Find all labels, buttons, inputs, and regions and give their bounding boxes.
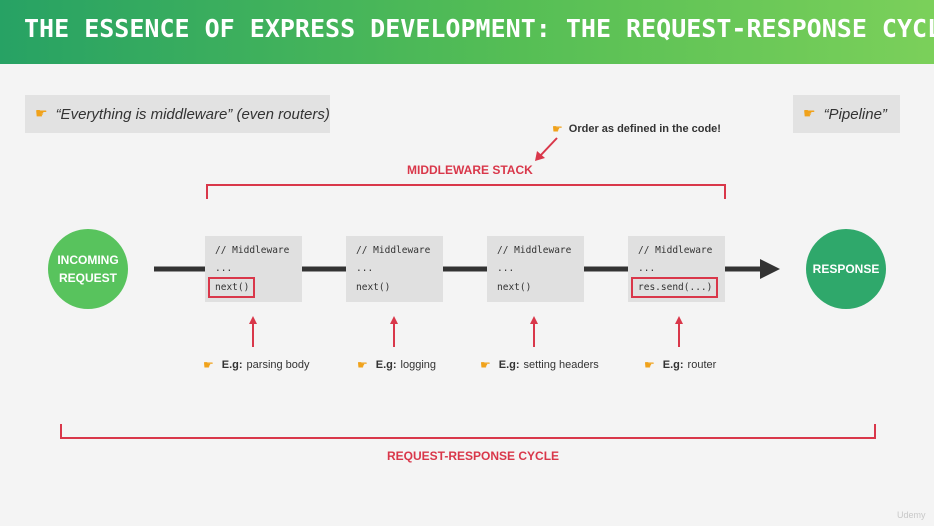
incoming-request-circle: INCOMING REQUEST bbox=[48, 229, 128, 309]
middleware-box-3: // Middleware ... next() bbox=[487, 236, 584, 302]
up-arrow-head-3 bbox=[530, 316, 538, 324]
udemy-watermark: Udemy bbox=[897, 510, 926, 520]
header-bar: THE ESSENCE OF EXPRESS DEVELOPMENT: THE … bbox=[0, 0, 934, 64]
middleware-dots: ... bbox=[356, 263, 374, 274]
quote-right-text: “Pipeline” bbox=[823, 105, 887, 123]
pointing-hand-icon: ☛ bbox=[357, 358, 368, 372]
quote-left-text: “Everything is middleware” (even routers… bbox=[55, 105, 330, 123]
note-arrow-head bbox=[535, 151, 545, 161]
pointing-hand-icon: ☛ bbox=[35, 106, 48, 122]
middleware-dots: ... bbox=[215, 263, 233, 274]
middleware-box-1: // Middleware ... next() bbox=[205, 236, 302, 302]
pointing-hand-icon: ☛ bbox=[803, 106, 816, 122]
middleware-call-highlighted: next() bbox=[208, 277, 256, 298]
order-note-text: Order as defined in the code! bbox=[568, 123, 721, 135]
pointing-hand-icon: ☛ bbox=[552, 122, 563, 136]
up-arrow-head-1 bbox=[249, 316, 257, 324]
example-text: router bbox=[687, 359, 717, 371]
middleware-dots: ... bbox=[638, 263, 656, 274]
middleware-comment: // Middleware bbox=[215, 245, 290, 256]
middleware-call: next() bbox=[497, 282, 532, 293]
example-parsing-body: ☛ E.g: parsing body bbox=[203, 358, 310, 372]
example-router: ☛ E.g: router bbox=[644, 358, 716, 372]
slide-title: THE ESSENCE OF EXPRESS DEVELOPMENT: THE … bbox=[24, 14, 934, 43]
example-setting-headers: ☛ E.g: setting headers bbox=[480, 358, 599, 372]
pipeline-arrow-head bbox=[760, 259, 780, 279]
middleware-comment: // Middleware bbox=[356, 245, 431, 256]
incoming-line2: REQUEST bbox=[58, 271, 117, 285]
middleware-call-highlighted: res.send(...) bbox=[631, 277, 719, 298]
example-text: logging bbox=[400, 359, 437, 371]
up-arrow-head-2 bbox=[390, 316, 398, 324]
request-response-cycle-label: REQUEST-RESPONSE CYCLE bbox=[387, 449, 560, 463]
pointing-hand-icon: ☛ bbox=[644, 358, 655, 372]
cycle-bracket bbox=[60, 424, 876, 439]
example-arrows bbox=[249, 316, 683, 347]
middleware-stack-label: MIDDLEWARE STACK bbox=[407, 163, 533, 177]
response-circle: RESPONSE bbox=[806, 229, 886, 309]
middleware-comment: // Middleware bbox=[497, 245, 572, 256]
middleware-dots: ... bbox=[497, 263, 515, 274]
example-prefix: E.g: bbox=[498, 359, 520, 371]
example-text: parsing body bbox=[246, 359, 310, 371]
pointing-hand-icon: ☛ bbox=[480, 358, 491, 372]
example-prefix: E.g: bbox=[221, 359, 243, 371]
quote-pipeline: ☛ “Pipeline” bbox=[793, 95, 900, 133]
example-prefix: E.g: bbox=[662, 359, 684, 371]
pointing-hand-icon: ☛ bbox=[203, 358, 214, 372]
example-text: setting headers bbox=[523, 359, 599, 371]
middleware-box-4: // Middleware ... res.send(...) bbox=[628, 236, 725, 302]
middleware-call: next() bbox=[356, 282, 391, 293]
middleware-box-2: // Middleware ... next() bbox=[346, 236, 443, 302]
response-text: RESPONSE bbox=[812, 262, 880, 276]
middleware-comment: // Middleware bbox=[638, 245, 713, 256]
order-note: ☛ Order as defined in the code! bbox=[552, 122, 721, 136]
example-prefix: E.g: bbox=[375, 359, 397, 371]
quote-everything-middleware: ☛ “Everything is middleware” (even route… bbox=[25, 95, 330, 133]
example-logging: ☛ E.g: logging bbox=[357, 358, 436, 372]
up-arrow-head-4 bbox=[675, 316, 683, 324]
incoming-line1: INCOMING bbox=[57, 253, 119, 267]
note-arrow-line bbox=[539, 137, 558, 157]
stack-bracket bbox=[206, 184, 726, 199]
